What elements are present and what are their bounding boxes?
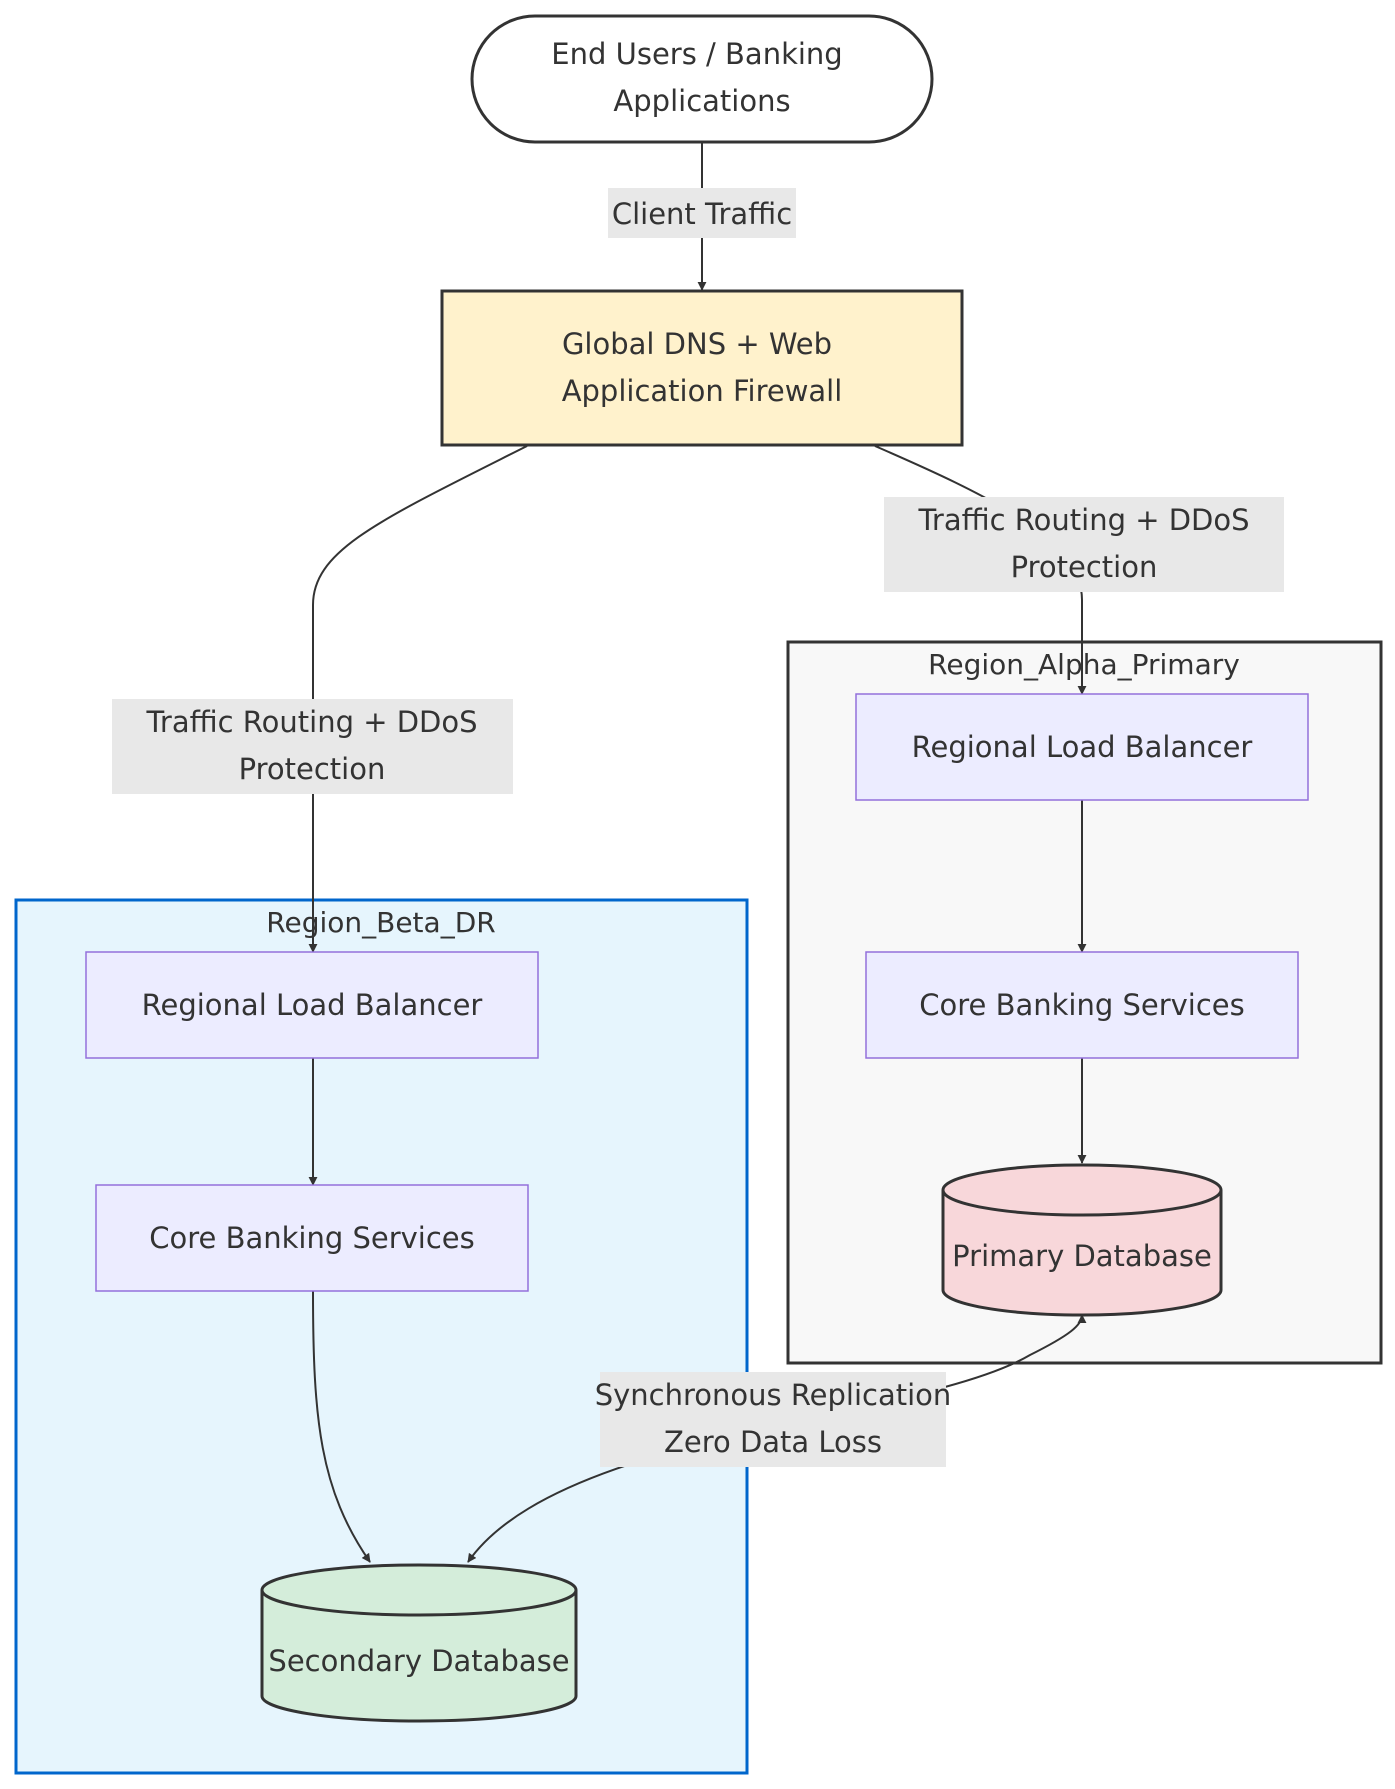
- node-end-users-line1: End Users / Banking: [551, 37, 842, 71]
- node-dns-waf: Global DNS + Web Application Firewall: [440, 289, 964, 447]
- node-secondary-database-label: Secondary Database: [268, 1644, 569, 1678]
- edge-label-replication-line2: Zero Data Loss: [664, 1425, 882, 1459]
- cluster-title-alpha: Region_Alpha_Primary: [928, 648, 1240, 681]
- edge-label-replication-line1: Synchronous Replication: [595, 1378, 952, 1412]
- edge-label-routing-beta-line1: Traffic Routing + DDoS: [145, 705, 477, 739]
- node-end-users-line2: Applications: [613, 84, 790, 118]
- node-alpha-load-balancer-label: Regional Load Balancer: [912, 730, 1253, 764]
- node-end-users: End Users / Banking Applications: [470, 14, 934, 144]
- edge-label-routing-alpha-line1: Traffic Routing + DDoS: [917, 503, 1249, 537]
- edge-label-client-traffic: Client Traffic: [608, 188, 796, 238]
- node-alpha-load-balancer: Regional Load Balancer: [855, 693, 1309, 801]
- edge-label-routing-alpha-line2: Protection: [1011, 550, 1158, 584]
- node-alpha-core-banking-label: Core Banking Services: [919, 988, 1245, 1022]
- cluster-title-beta: Region_Beta_DR: [266, 906, 495, 939]
- node-beta-load-balancer: Regional Load Balancer: [85, 951, 539, 1059]
- node-dns-waf-line1: Global DNS + Web: [562, 327, 832, 361]
- node-beta-load-balancer-label: Regional Load Balancer: [142, 988, 483, 1022]
- edge-label-routing-beta-line2: Protection: [239, 752, 386, 786]
- edge-label-routing-alpha: Traffic Routing + DDoS Protection: [884, 497, 1284, 592]
- node-alpha-core-banking: Core Banking Services: [865, 951, 1299, 1059]
- edge-label-client-traffic-text: Client Traffic: [612, 197, 792, 231]
- edge-dns-to-beta-lb: [308, 445, 528, 953]
- node-secondary-database: Secondary Database: [260, 1563, 578, 1723]
- edge-label-replication: Synchronous Replication Zero Data Loss: [595, 1372, 952, 1467]
- node-primary-database: Primary Database: [941, 1163, 1223, 1317]
- node-beta-core-banking-label: Core Banking Services: [149, 1221, 475, 1255]
- edge-label-routing-beta: Traffic Routing + DDoS Protection: [112, 699, 513, 794]
- node-dns-waf-line2: Application Firewall: [562, 374, 843, 408]
- node-primary-database-label: Primary Database: [952, 1239, 1212, 1273]
- node-beta-core-banking: Core Banking Services: [95, 1184, 529, 1292]
- edge-beta-core-to-db: [312, 1290, 371, 1563]
